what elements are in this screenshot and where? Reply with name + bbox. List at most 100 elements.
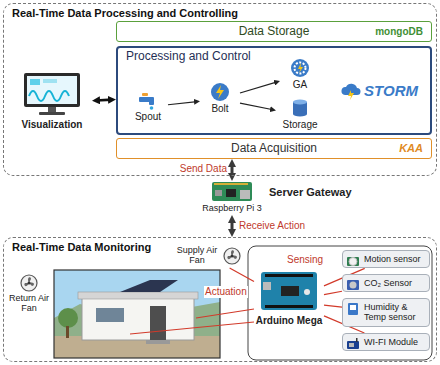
spout-node: Spout <box>128 90 168 124</box>
arduino-icon-part <box>265 305 313 308</box>
logo-text: mongoDB <box>375 26 423 38</box>
pi-icon <box>212 181 252 201</box>
logo-text: KAA <box>399 142 423 155</box>
monitor-icon-part <box>48 107 56 112</box>
fan-icon-part <box>24 277 34 286</box>
house-photo <box>54 270 220 358</box>
sensor-box: Humidity & Temp sensor <box>342 298 430 327</box>
edge-label: Receive Action <box>238 220 306 232</box>
fan-icon-part <box>227 250 237 259</box>
motion-icon-part <box>349 258 357 266</box>
pi-icon-part <box>226 189 236 197</box>
node-label: Storage <box>270 119 330 131</box>
house-photo-part <box>54 270 220 358</box>
node-label: Spout <box>122 111 174 123</box>
node-label: Supply Air Fan <box>174 245 220 266</box>
house-photo-part <box>96 308 124 322</box>
logo-text: STORM <box>364 82 418 99</box>
wifi-icon-part <box>347 341 359 349</box>
monitor-icon-part <box>29 91 69 101</box>
house-photo-part <box>150 306 166 340</box>
fan-node: Supply Air Fan <box>174 244 242 268</box>
actuation-wire <box>130 309 254 334</box>
node-label: CO₂ Sensor <box>364 278 426 288</box>
wifi-icon-part <box>356 338 358 342</box>
edge-label: Sensing <box>286 254 324 266</box>
house-photo-part <box>120 280 178 292</box>
co2-icon <box>346 278 360 292</box>
pi-icon-part <box>214 183 248 185</box>
node-label: Visualization <box>12 119 92 131</box>
house-photo-part <box>66 326 69 338</box>
ga-icon <box>290 58 310 78</box>
co2-icon-part <box>347 280 359 290</box>
spout-icon <box>138 90 158 110</box>
arduino-icon-part <box>281 286 299 296</box>
process-box: Spout Bolt GA Storage Processing and Control… <box>116 46 432 135</box>
signal-wire <box>230 268 254 282</box>
region-panel: Return Air Fan Supply Air FanArduino Mega… <box>3 237 437 362</box>
arduino-icon-part <box>261 272 317 310</box>
signal-wire <box>324 305 342 307</box>
node-label: Server Gateway <box>269 186 352 199</box>
acquisition-band: Data Acquisition KAA <box>116 138 432 159</box>
node-label: Data Acquisition <box>187 142 361 156</box>
hum-icon-part <box>350 305 356 310</box>
monitor-icon-part <box>27 76 77 104</box>
monitor-icon-part <box>39 112 65 115</box>
arduino-icon-part <box>265 274 313 277</box>
flow-arrow <box>231 163 234 177</box>
storage-band: Data Storage mongoDB <box>116 21 432 42</box>
node-label: Motion sensor <box>364 254 426 264</box>
flow-arrow <box>168 102 197 105</box>
fan-icon-part <box>224 248 240 264</box>
sensor-panel-part <box>248 246 432 360</box>
db-icon-part <box>293 112 307 117</box>
monitor-icon-part <box>43 79 57 83</box>
ga-icon-part <box>295 63 306 74</box>
display-node: Visualization <box>12 70 92 136</box>
motion-icon <box>346 254 360 268</box>
storage-node: Storage <box>276 98 324 133</box>
node-label: Humidity & Temp sensor <box>364 302 426 323</box>
ga-icon-part <box>291 59 309 77</box>
arduino-icon-part <box>304 289 310 295</box>
pi-icon-part <box>215 190 222 196</box>
bolt-icon-part <box>216 85 224 99</box>
sensor-box: Motion sensor <box>342 250 430 268</box>
node-label: Processing and Control <box>126 50 251 64</box>
node-label: Bolt <box>194 103 246 115</box>
fan-icon <box>20 274 38 292</box>
wifi-icon <box>346 337 360 351</box>
hum-icon <box>346 302 360 316</box>
house-photo-part <box>58 308 78 328</box>
sensor-panel <box>248 246 432 360</box>
fan-icon-part <box>231 255 234 258</box>
ga-icon-part <box>298 63 303 73</box>
house-photo-part <box>146 340 170 344</box>
edge-label: Send Data <box>168 163 228 175</box>
sensor-box: CO₂ Sensor <box>342 274 430 292</box>
node-label: WI-FI Module <box>364 337 426 347</box>
ga-node: GA <box>280 58 320 92</box>
db-icon-part <box>293 100 307 105</box>
pi-icon-part <box>212 182 252 201</box>
cloud-icon <box>340 81 362 101</box>
signal-wire <box>324 291 342 294</box>
arduino-icon-part <box>263 282 271 290</box>
node-label: Return Air Fan <box>6 293 52 314</box>
fan-icon-part <box>28 282 31 285</box>
flow-arrow <box>231 219 234 233</box>
logo-text: Raspberry Pi 3 <box>189 203 275 213</box>
fan-icon-part <box>21 275 37 291</box>
flow-arrow <box>240 103 273 110</box>
actuation-wire-part <box>196 309 254 318</box>
node-label: Arduino Mega <box>250 315 328 327</box>
gateway-node: Server GatewayRaspberry Pi 3 <box>197 181 267 215</box>
monitor-icon <box>22 72 82 116</box>
node-label: Data Storage <box>187 25 361 39</box>
cloud-icon-part <box>348 90 354 100</box>
house-photo-part <box>78 292 198 299</box>
edge-label: Actuation <box>204 286 248 298</box>
